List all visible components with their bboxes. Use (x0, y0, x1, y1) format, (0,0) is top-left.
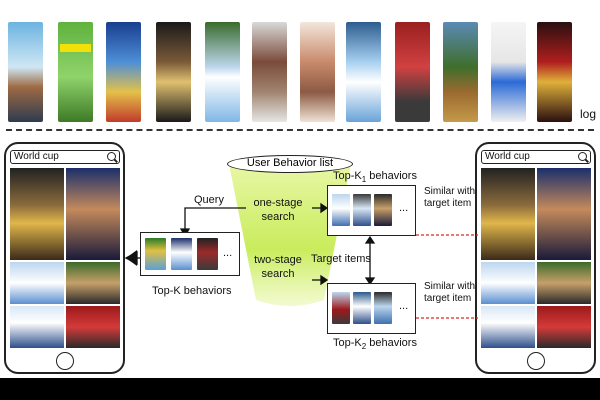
result-tile[interactable] (481, 262, 535, 304)
result-grid (10, 168, 120, 348)
top-k-label: Top-K behaviors (152, 285, 232, 297)
result-tile[interactable] (66, 306, 120, 348)
ellipsis: ... (223, 247, 233, 259)
user-behavior-list-label: User Behavior list (227, 155, 353, 173)
behavior-thumb (145, 238, 166, 270)
top-k2-label: Top-K2 behaviors (333, 337, 417, 351)
similar-label-top: Similar with target item (424, 186, 476, 209)
top-k1-subscript: 1 (361, 175, 367, 185)
result-tile[interactable] (66, 262, 120, 304)
top-k1-box: ... (327, 185, 416, 236)
log-thumb (156, 22, 191, 122)
result-tile[interactable] (537, 168, 591, 260)
top-k1-label: Top-K1 behaviors (333, 170, 417, 184)
behavior-thumb (332, 292, 350, 324)
result-tile[interactable] (10, 168, 64, 260)
log-divider (6, 129, 594, 131)
funnel-body (229, 164, 351, 306)
top-k2-subscript: 2 (361, 342, 367, 352)
log-thumb (443, 22, 478, 122)
result-tile[interactable] (537, 306, 591, 348)
behavior-thumb (374, 292, 392, 324)
log-thumb (537, 22, 572, 122)
log-thumb (205, 22, 240, 122)
behavior-thumb (171, 238, 192, 270)
log-label: log (580, 107, 597, 121)
home-button[interactable] (56, 352, 74, 370)
top-k2-suffix: behaviors (366, 337, 417, 349)
one-stage-search-label: one-stage search (253, 197, 303, 223)
result-arrow (126, 250, 137, 266)
behavior-thumb (353, 292, 371, 324)
search-text: World cup (14, 151, 59, 162)
search-icon[interactable] (107, 152, 116, 161)
log-thumb (106, 22, 141, 122)
result-tile[interactable] (10, 262, 64, 304)
search-text: World cup (485, 151, 530, 162)
top-k-box: ... (140, 232, 240, 276)
similar-label-bottom: Similar with target item (424, 281, 476, 304)
ellipsis: ... (399, 202, 409, 214)
search-field[interactable]: World cup (10, 150, 120, 164)
behavior-thumb (374, 194, 392, 226)
behavior-thumb (353, 194, 371, 226)
result-tile[interactable] (537, 262, 591, 304)
two-stage-search-label: two-stage search (254, 254, 302, 280)
log-thumb (252, 22, 287, 122)
result-tile[interactable] (66, 168, 120, 260)
left-phone: World cup (4, 142, 125, 374)
log-thumb (8, 22, 43, 122)
ellipsis: ... (399, 300, 409, 312)
bottom-band (0, 378, 600, 400)
top-k1-text: Top-K (333, 170, 362, 182)
right-phone: World cup (475, 142, 596, 374)
search-field[interactable]: World cup (481, 150, 591, 164)
home-button[interactable] (527, 352, 545, 370)
result-tile[interactable] (481, 306, 535, 348)
query-arrow (184, 207, 246, 232)
top-k2-text: Top-K (333, 337, 362, 349)
behavior-log-strip (6, 6, 572, 124)
log-thumb (58, 22, 93, 122)
log-thumb (395, 22, 430, 122)
result-grid (481, 168, 591, 348)
target-items-label: Target items (311, 253, 371, 265)
search-icon[interactable] (578, 152, 587, 161)
result-tile[interactable] (10, 306, 64, 348)
log-thumb (491, 22, 526, 122)
behavior-thumb (197, 238, 218, 270)
result-tile[interactable] (481, 168, 535, 260)
query-label: Query (194, 194, 224, 206)
behavior-thumb (332, 194, 350, 226)
top-k1-suffix: behaviors (366, 170, 417, 182)
log-thumb (346, 22, 381, 122)
top-k2-box: ... (327, 283, 416, 334)
log-thumb (300, 22, 335, 122)
